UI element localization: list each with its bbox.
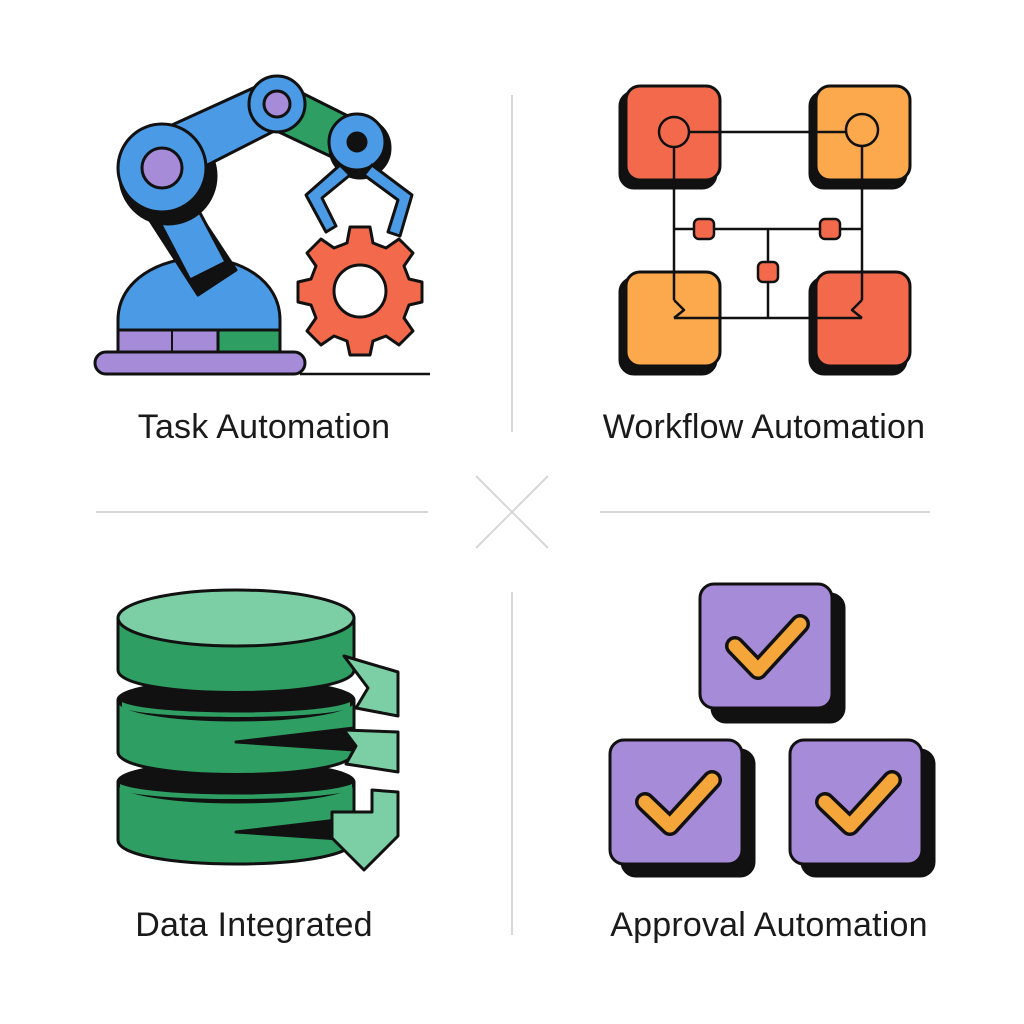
workflow-mini-node-center [756,260,780,284]
workflow-mini-node-right [818,217,842,241]
database-top-lid [116,588,356,648]
check-icon-bottom-right [818,773,899,833]
data-integrated-label: Data Integrated [135,906,373,944]
robot-base-plate [93,350,307,376]
check-icon-bottom-left [638,773,719,833]
approval-card-bottom-left [608,738,744,866]
workflow-automation-label: Workflow Automation [602,408,926,446]
arrow-down [330,788,400,872]
center-cross-b [475,475,549,549]
workflow-port-top-left [657,115,691,149]
robot-gripper-right [362,163,414,238]
robot-arm-gear-icon [93,74,430,376]
approval-card-top [698,582,834,710]
check-icon-top [728,617,807,677]
arrow-in-top [342,654,400,718]
approval-automation-label: Approval Automation [610,906,928,944]
approval-card-bottom-right [788,738,924,866]
robot-dome-band-green [216,328,282,354]
workflow-port-top-right [844,112,880,148]
dividers [96,95,930,935]
arrow-in-middle [342,728,400,774]
workflow-mini-node-left [692,217,716,241]
robot-gripper-left [304,163,352,234]
gear-icon [296,225,424,357]
task-automation-label: Task Automation [137,408,391,446]
workflow-nodes-icon [618,84,912,376]
database-stack-icon [116,588,400,872]
approval-checkboxes-icon [608,582,936,878]
